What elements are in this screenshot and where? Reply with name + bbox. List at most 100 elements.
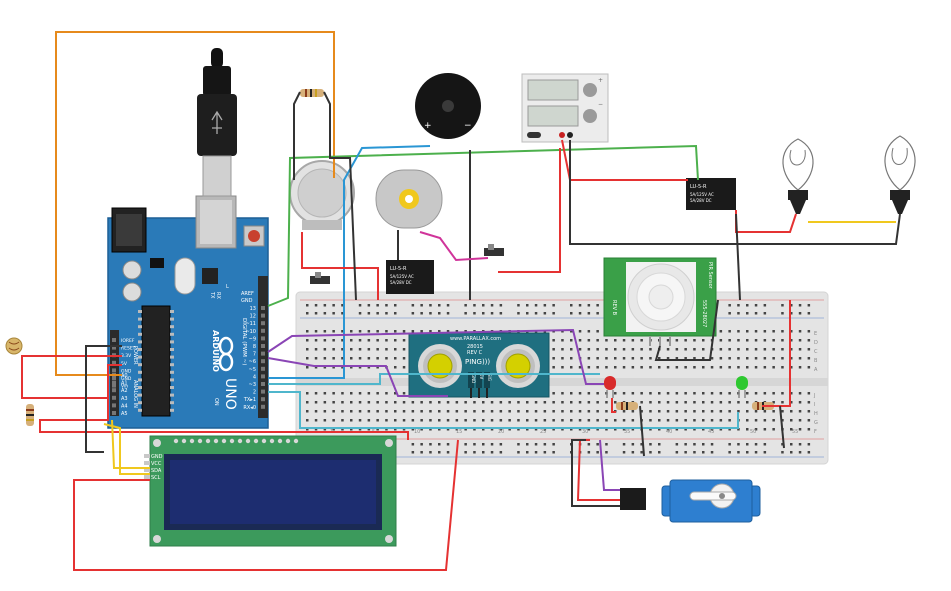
arduino-power-pin-label: IOREF (121, 338, 135, 344)
arduino-power-pin-label: RESET (121, 346, 136, 352)
breadboard-row-label: C (814, 349, 818, 355)
usb-plug-icon (197, 48, 237, 197)
breadboard-column-number: 55 (792, 429, 798, 435)
arduino-digital-pin-label: 2 (253, 390, 256, 396)
arduino-digital-pin-label: 12 (250, 314, 256, 320)
arduino-power-pin-label: GND (121, 368, 132, 374)
arduino-power-pin-label: Vin (121, 384, 128, 390)
arduino-rx-label: RX (215, 292, 221, 299)
buzzer-minus: − (464, 121, 472, 131)
arduino-model: UNO (222, 378, 238, 410)
arduino-digital-pin-label: ~10 (245, 329, 256, 335)
arduino-tx-label: TX (209, 291, 215, 299)
ultrasonic-brand: www.PARALLAX.com (450, 336, 501, 342)
pir-rev: REV B (611, 300, 617, 316)
ultrasonic-part: 28015 (467, 344, 483, 350)
arduino-digital-pin-label: 13 (250, 306, 256, 312)
relay-1-spec1: 5A/125V AC (390, 274, 414, 279)
resistor-icon (616, 402, 638, 410)
power-supply-plus: + (598, 77, 603, 84)
arduino-uno[interactable]: ARDUINO UNO DIGITAL (PWM ~) POWER ANALOG… (107, 195, 269, 429)
arduino-brand: ARDUINO (211, 330, 220, 372)
arduino-power-pin-label: GND (121, 376, 132, 382)
breadboard-row-label: A (814, 367, 818, 373)
breadboard-column-number: 10 (414, 429, 420, 435)
arduino-digital-pin-label: ~5 (249, 367, 256, 373)
arduino-digital-pin-label: 8 (253, 344, 256, 350)
resistor-icon (26, 404, 34, 426)
relay-2-model: LU-5-R (690, 184, 707, 190)
servo-icon[interactable] (620, 479, 761, 523)
arduino-analog-pin-label: A4 (121, 403, 128, 409)
arduino-analog-pin-label: A2 (121, 388, 128, 394)
lcd-pin-label: SDA (151, 468, 162, 474)
breadboard-column-number: 35 (624, 429, 630, 435)
ultrasonic-sensor[interactable]: www.PARALLAX.com PING))) 28015 REV C GND… (408, 332, 550, 398)
led-green-icon (736, 376, 748, 398)
slide-switch-icon[interactable] (484, 244, 504, 256)
arduino-analog-header-label: ANALOG IN (132, 380, 138, 408)
resistor-icon (300, 89, 324, 97)
relay-2[interactable]: LU-5-R 5A/125V AC 5A/28V DC (686, 178, 736, 210)
breadboard-row-label: F (814, 429, 817, 435)
arduino-digital-pin-label: TX▸1 (243, 397, 256, 403)
breadboard-row-label: E (814, 331, 817, 337)
arduino-digital-pin-label: ~11 (245, 321, 256, 327)
breadboard-column-number: 15 (456, 429, 462, 435)
breadboard-row-label: J (813, 393, 815, 399)
arduino-analog-pin-label: A0 (121, 373, 128, 379)
power-supply[interactable]: + − (521, 73, 609, 143)
arduino-on-label: ON (213, 398, 219, 406)
breadboard-column-number: 50 (750, 429, 756, 435)
dc-motor-icon[interactable] (375, 169, 443, 229)
relay-2-spec1: 5A/125V AC (690, 192, 714, 197)
pir-model: PIR Sensor (707, 262, 713, 290)
lcd-pin-label: SCL (151, 475, 161, 481)
arduino-gnd-label: GND (241, 298, 253, 304)
breadboard-row-label: G (814, 420, 818, 426)
arduino-power-pin-label: 5V (121, 361, 128, 367)
arduino-aref-label: AREF (241, 291, 254, 297)
ultrasonic-model: PING))) (465, 358, 490, 366)
relay-1[interactable]: LU-5-R 5A/125V AC 5A/28V DC (386, 260, 434, 294)
ultrasonic-rev: REV C (467, 350, 483, 356)
lcd-pin-label: VCC (151, 461, 162, 467)
ultrasonic-pin-label: 5V (479, 374, 484, 380)
breadboard-row-label: I (814, 402, 815, 408)
arduino-analog-pin-label: A1 (121, 381, 128, 387)
arduino-digital-pin-label: 7 (253, 352, 256, 358)
light-bulb-icon (884, 135, 916, 214)
arduino-digital-pin-label: 4 (253, 374, 256, 380)
relay-2-spec2: 5A/28V DC (690, 198, 712, 203)
photoresistor-icon (5, 337, 23, 355)
relay-1-model: LU-5-R (390, 266, 407, 272)
arduino-digital-pin-label: ~9 (249, 336, 256, 342)
breadboard-column-number: 30 (582, 429, 588, 435)
led-red-icon (604, 376, 616, 398)
power-supply-minus: − (598, 101, 603, 108)
breadboard-row-label: B (814, 358, 818, 364)
buzzer[interactable]: + − (415, 73, 481, 139)
arduino-digital-pin-label: RX◂0 (243, 405, 256, 411)
ultrasonic-pin-label: GND (471, 374, 476, 383)
breadboard-row-label: H (814, 411, 818, 417)
pir-sensor[interactable]: PIR Sensor 555-28027 REV B (603, 257, 717, 346)
arduino-power-header-label: POWER (132, 346, 138, 365)
lcd-pin-label: GND (151, 454, 163, 460)
breadboard-row-label: D (814, 340, 818, 346)
light-bulb-icon (782, 138, 814, 214)
breadboard-column-number: 25 (540, 429, 546, 435)
slide-switch-icon[interactable] (310, 272, 330, 284)
arduino-digital-pin-label: ~3 (249, 382, 256, 388)
breadboard-column-number: 20 (498, 429, 504, 435)
pir-code: 555-28027 (701, 300, 707, 327)
breadboard-column-number: 45 (708, 429, 714, 435)
arduino-analog-pin-label: A5 (121, 411, 128, 417)
ultrasonic-pin-label: SIG (487, 374, 492, 381)
arduino-analog-pin-label: A3 (121, 396, 128, 402)
wires (21, 31, 901, 571)
arduino-digital-pin-label: ~6 (249, 359, 256, 365)
